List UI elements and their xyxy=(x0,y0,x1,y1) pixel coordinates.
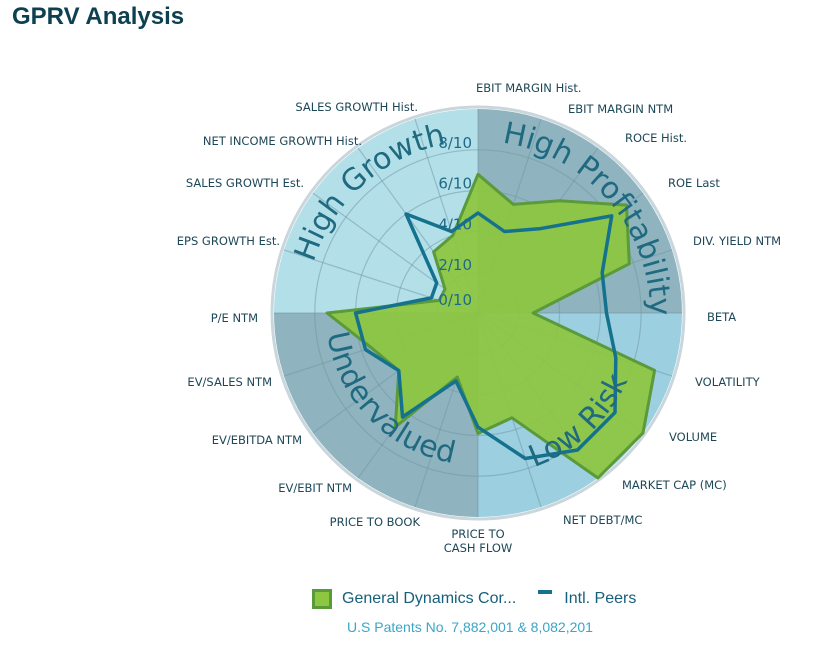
data-point xyxy=(558,199,561,202)
axis-label: ROE Last xyxy=(668,176,720,190)
legend-label-company[interactable]: General Dynamics Cor... xyxy=(342,590,517,607)
axis-label: P/E NTM xyxy=(211,311,258,325)
axis-label: VOLATILITY xyxy=(695,375,761,389)
data-point xyxy=(370,346,373,349)
data-point xyxy=(354,312,357,315)
axis-label: PRICE TO BOOK xyxy=(330,515,421,529)
axis-label: EV/EBIT NTM xyxy=(278,481,352,495)
legend-swatch-peers[interactable] xyxy=(538,590,553,594)
tick-label: 8/10 xyxy=(438,134,472,152)
patent-notice: U.S Patents No. 7,882,001 & 8,082,201 xyxy=(347,619,593,635)
axis-label: NET DEBT/MC xyxy=(563,513,642,527)
data-point xyxy=(477,212,480,215)
data-point xyxy=(524,457,527,460)
series-company-area xyxy=(325,172,657,480)
data-point xyxy=(397,369,400,372)
data-point xyxy=(326,312,329,315)
data-point xyxy=(456,376,459,379)
data-point xyxy=(614,356,617,359)
axis-label: VOLUME xyxy=(669,430,717,444)
axis-label: NET INCOME GROWTH Hist. xyxy=(203,134,362,148)
axis-label: EBIT MARGIN NTM xyxy=(568,102,673,116)
tick-label: 4/10 xyxy=(438,215,472,233)
axis-label: ROCE Hist. xyxy=(625,131,687,145)
data-point xyxy=(477,173,480,176)
axis-label: DIV. YIELD NTM xyxy=(693,234,781,248)
legend-swatch-company[interactable] xyxy=(312,589,332,609)
axis-label: EV/SALES NTM xyxy=(187,375,272,389)
outer-ring xyxy=(270,105,686,521)
axis-label: EBIT MARGIN Hist. xyxy=(476,81,582,95)
legend-label-peers[interactable]: Intl. Peers xyxy=(564,590,637,607)
axis-label: EPS GROWTH Est. xyxy=(177,234,280,248)
series-peers-line xyxy=(353,211,618,461)
page-title: GPRV Analysis xyxy=(12,3,185,30)
tick-labels: 0/10 2/10 4/10 6/10 8/10 xyxy=(438,134,472,309)
data-point xyxy=(364,348,367,351)
data-point xyxy=(477,426,480,429)
data-point xyxy=(511,416,514,419)
tick-label: 6/10 xyxy=(438,175,472,193)
axis-label: BETA xyxy=(707,310,736,324)
data-point xyxy=(605,312,608,315)
axis-labels: EBIT MARGIN Hist. EBIT MARGIN NTM ROCE His… xyxy=(177,81,781,555)
data-point xyxy=(538,227,541,230)
data-point xyxy=(477,432,480,435)
data-point xyxy=(451,234,454,237)
data-point xyxy=(503,230,506,233)
legend: General Dynamics Cor... Intl. Peers xyxy=(312,589,636,609)
data-point xyxy=(432,250,435,253)
data-point xyxy=(454,379,457,382)
tick-label: 2/10 xyxy=(438,256,472,274)
axis-label: EV/EBITDA NTM xyxy=(212,433,302,447)
data-point xyxy=(532,312,535,315)
data-point xyxy=(405,212,408,215)
data-point xyxy=(642,431,645,434)
data-point xyxy=(628,262,631,265)
axis-label: SALES GROWTH Hist. xyxy=(295,100,418,114)
data-point xyxy=(653,369,656,372)
data-point xyxy=(596,477,599,480)
axis-label: SALES GROWTH Est. xyxy=(186,176,304,190)
data-point xyxy=(435,282,438,285)
tick-label: 0/10 xyxy=(438,291,472,309)
data-point xyxy=(601,271,604,274)
series-layer xyxy=(325,172,657,480)
data-point xyxy=(430,296,433,299)
axis-label: MARKET CAP (MC) xyxy=(622,478,727,492)
data-point xyxy=(512,203,515,206)
